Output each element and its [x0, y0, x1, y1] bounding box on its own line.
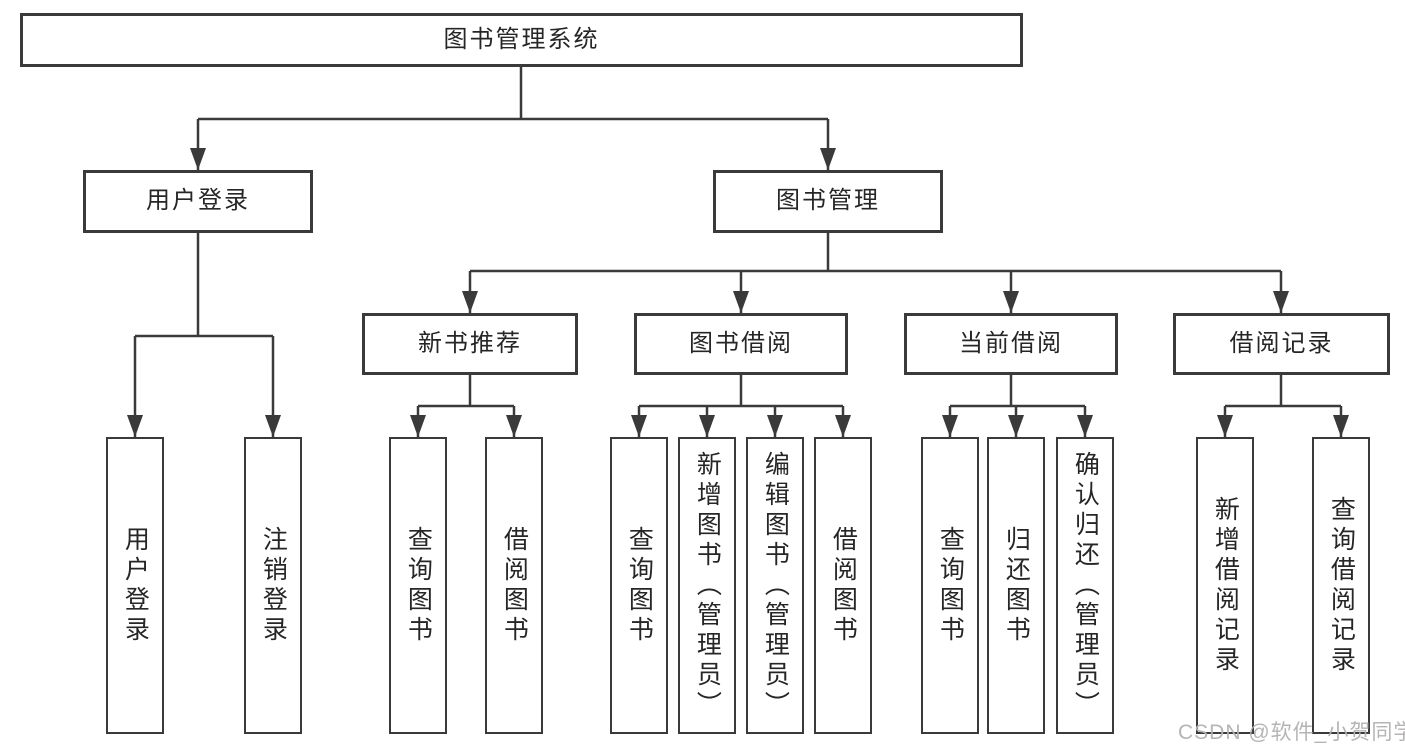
leaf-add-books-admin: 新增图书（管理员） [678, 437, 736, 734]
leaf-label: 编辑图书（管理员） [761, 450, 790, 721]
leaf-borrow-books-recommend: 借阅图书 [485, 437, 543, 734]
leaf-add-borrow-record: 新增借阅记录 [1196, 437, 1254, 734]
leaf-query-books-recommend: 查询图书 [389, 437, 447, 734]
leaf-label: 查询图书 [936, 525, 965, 646]
leaf-query-books-borrowing: 查询图书 [610, 437, 668, 734]
leaf-return-books: 归还图书 [987, 437, 1045, 734]
leaf-edit-books-admin: 编辑图书（管理员） [746, 437, 804, 734]
leaf-label: 查询借阅记录 [1327, 495, 1356, 676]
leaf-label: 注销登录 [259, 525, 288, 646]
leaf-confirm-return-admin: 确认归还（管理员） [1056, 437, 1114, 734]
leaf-query-books-current: 查询图书 [921, 437, 979, 734]
leaf-borrow-books: 借阅图书 [814, 437, 872, 734]
leaf-label: 借阅图书 [500, 525, 529, 646]
leaf-logout: 注销登录 [244, 437, 302, 734]
node-book-management: 图书管理 [713, 170, 943, 233]
leaf-label: 借阅图书 [829, 525, 858, 646]
node-book-borrowing: 图书借阅 [634, 313, 848, 375]
leaf-label: 用户登录 [121, 525, 150, 646]
leaf-label: 查询图书 [404, 525, 433, 646]
node-current-borrowing: 当前借阅 [904, 313, 1118, 375]
node-new-book-recommendation: 新书推荐 [362, 313, 578, 375]
csdn-watermark: CSDN @软件_小贺同学 [1178, 721, 1405, 744]
leaf-label: 新增借阅记录 [1211, 495, 1240, 676]
leaf-user-login: 用户登录 [106, 437, 164, 734]
leaf-label: 确认归还（管理员） [1071, 450, 1100, 721]
leaf-query-borrow-record: 查询借阅记录 [1312, 437, 1370, 734]
leaf-label: 查询图书 [625, 525, 654, 646]
connector-lines [133, 67, 1343, 437]
node-library-management-system: 图书管理系统 [20, 13, 1023, 67]
node-borrowing-records: 借阅记录 [1173, 313, 1390, 375]
node-user-login: 用户登录 [83, 170, 313, 233]
leaf-label: 归还图书 [1002, 525, 1031, 646]
arrowhead-icons [127, 148, 1349, 437]
leaf-label: 新增图书（管理员） [693, 450, 722, 721]
